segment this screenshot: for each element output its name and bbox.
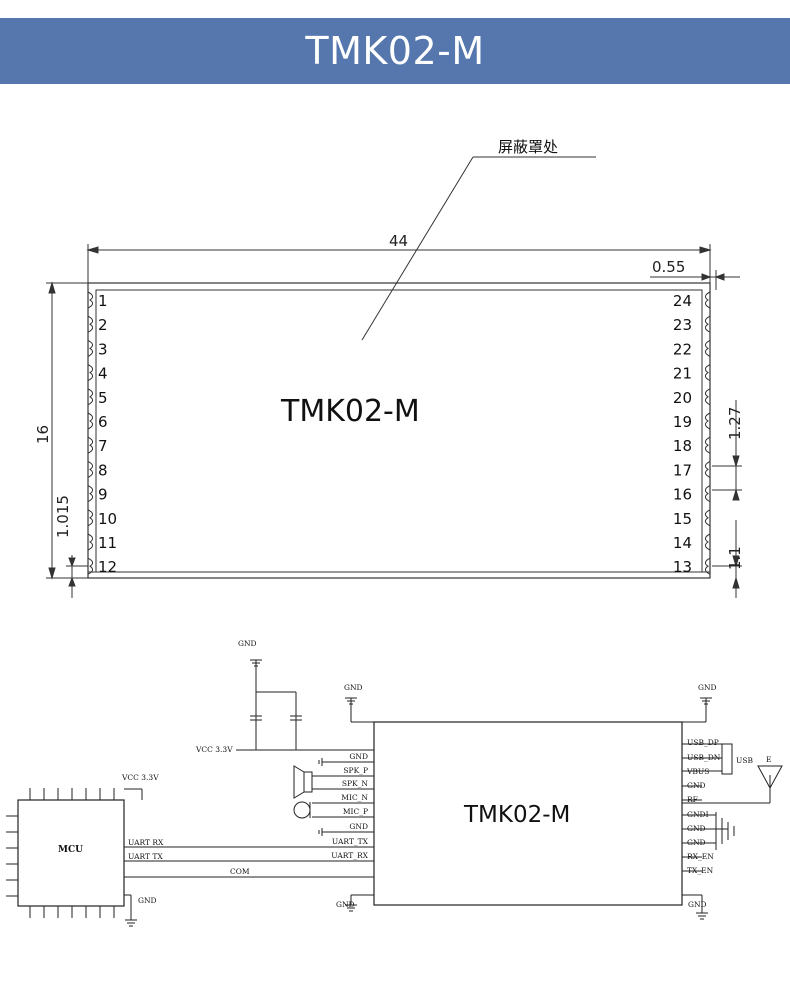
right-castellation — [704, 364, 711, 382]
left-pin-label: 5 — [98, 389, 108, 407]
left-castellation — [87, 509, 94, 527]
left-castellation — [87, 533, 94, 551]
left-castellation — [87, 460, 94, 478]
right-castellation — [704, 557, 711, 575]
right-pin-label: 24 — [673, 292, 692, 310]
module-right-pin: VBUS — [686, 767, 709, 776]
dim-edge: 0.55 — [652, 258, 685, 276]
right-castellation — [704, 509, 711, 527]
left-castellation — [87, 485, 94, 503]
module-name-schematic: TMK02-M — [463, 802, 570, 828]
left-castellation — [87, 557, 94, 575]
left-pin-label: 9 — [98, 486, 108, 504]
gnd-module-bottom-left: GND — [336, 900, 355, 909]
left-castellation — [87, 339, 94, 357]
module-right-pin: USB_DN — [687, 753, 721, 762]
left-pin-label: 12 — [98, 558, 117, 576]
left-castellation — [87, 364, 94, 382]
page-title: TMK02-M — [305, 29, 485, 73]
module-right-pin: GND — [687, 824, 706, 833]
shield-label: 屏蔽罩处 — [498, 138, 558, 156]
module-right-pin: GND — [687, 781, 706, 790]
module-left-pin: MIC_N — [341, 793, 368, 802]
left-pin-label: 1 — [98, 292, 108, 310]
right-pin-label: 13 — [673, 558, 692, 576]
dim-height: 16 — [34, 425, 52, 444]
module-left-pin: UART_TX — [332, 837, 369, 846]
left-pin-label: 8 — [98, 461, 108, 479]
com-label: COM — [230, 867, 250, 876]
left-pin-label: 6 — [98, 413, 108, 431]
right-pin-label: 21 — [673, 365, 692, 383]
left-castellation — [87, 388, 94, 406]
right-castellation — [704, 533, 711, 551]
module-right-pin: USB_DP — [687, 738, 719, 747]
module-name-top: TMK02-M — [280, 394, 420, 429]
right-castellation — [704, 460, 711, 478]
usb-label: USB — [736, 756, 753, 765]
gnd-module-right: GND — [698, 683, 717, 692]
right-pin-label: 23 — [673, 316, 692, 334]
module-left-pin: GND — [349, 822, 368, 831]
mcu-uart-rx: UART RX — [128, 838, 164, 847]
gnd-module-left: GND — [344, 683, 363, 692]
right-castellation — [704, 339, 711, 357]
right-pin-label: 20 — [673, 389, 692, 407]
module-left-pin: SPK_N — [342, 779, 369, 788]
right-castellation — [704, 485, 711, 503]
gnd-module-bottom-right: GND — [688, 900, 707, 909]
module-right-pin: GNDI — [687, 810, 709, 819]
right-castellation — [704, 388, 711, 406]
left-pin-label: 3 — [98, 340, 108, 358]
left-castellation — [87, 315, 94, 333]
dim-width: 44 — [389, 232, 408, 250]
left-castellation — [87, 291, 94, 309]
title-banner: TMK02-M — [0, 18, 790, 84]
antenna-label: E — [766, 755, 771, 764]
module-left-pin: GND — [349, 752, 368, 761]
right-castellation — [704, 291, 711, 309]
dim-pitch: 1.27 — [726, 407, 744, 440]
left-pin-label: 7 — [98, 437, 108, 455]
mcu-uart-tx: UART TX — [128, 852, 163, 861]
dim-first-pin: 1.015 — [54, 495, 72, 538]
module-left-pin: SPK_P — [343, 766, 368, 775]
vcc-left: VCC 3.3V — [195, 745, 233, 754]
right-castellation — [704, 412, 711, 430]
right-castellation — [704, 315, 711, 333]
right-pin-label: 22 — [673, 340, 692, 358]
right-castellation — [704, 436, 711, 454]
right-pin-label: 16 — [673, 486, 692, 504]
gnd-mcu: GND — [138, 896, 157, 905]
left-castellation — [87, 412, 94, 430]
right-pin-label: 15 — [673, 510, 692, 528]
module-left-pin: MIC_P — [343, 807, 368, 816]
mcu-label: MCU — [58, 845, 83, 855]
dim-last-pin: 1.1 — [726, 546, 744, 570]
module-left-pin: UART_RX — [331, 851, 368, 860]
right-pin-label: 14 — [673, 534, 692, 552]
left-pin-label: 11 — [98, 534, 117, 552]
gnd-top-left: GND — [238, 639, 257, 648]
right-pin-label: 19 — [673, 413, 692, 431]
module-right-pin: GND — [687, 838, 706, 847]
module-right-pin: RX_EN — [687, 852, 714, 861]
vcc-mcu: VCC 3.3V — [121, 773, 159, 782]
left-castellation — [87, 436, 94, 454]
left-pin-label: 4 — [98, 365, 108, 383]
right-pin-label: 17 — [673, 461, 692, 479]
right-pin-label: 18 — [673, 437, 692, 455]
left-pin-label: 10 — [98, 510, 117, 528]
left-pin-label: 2 — [98, 316, 108, 334]
module-right-pin: RF — [687, 795, 698, 804]
module-right-pin: TX_EN — [687, 866, 714, 875]
